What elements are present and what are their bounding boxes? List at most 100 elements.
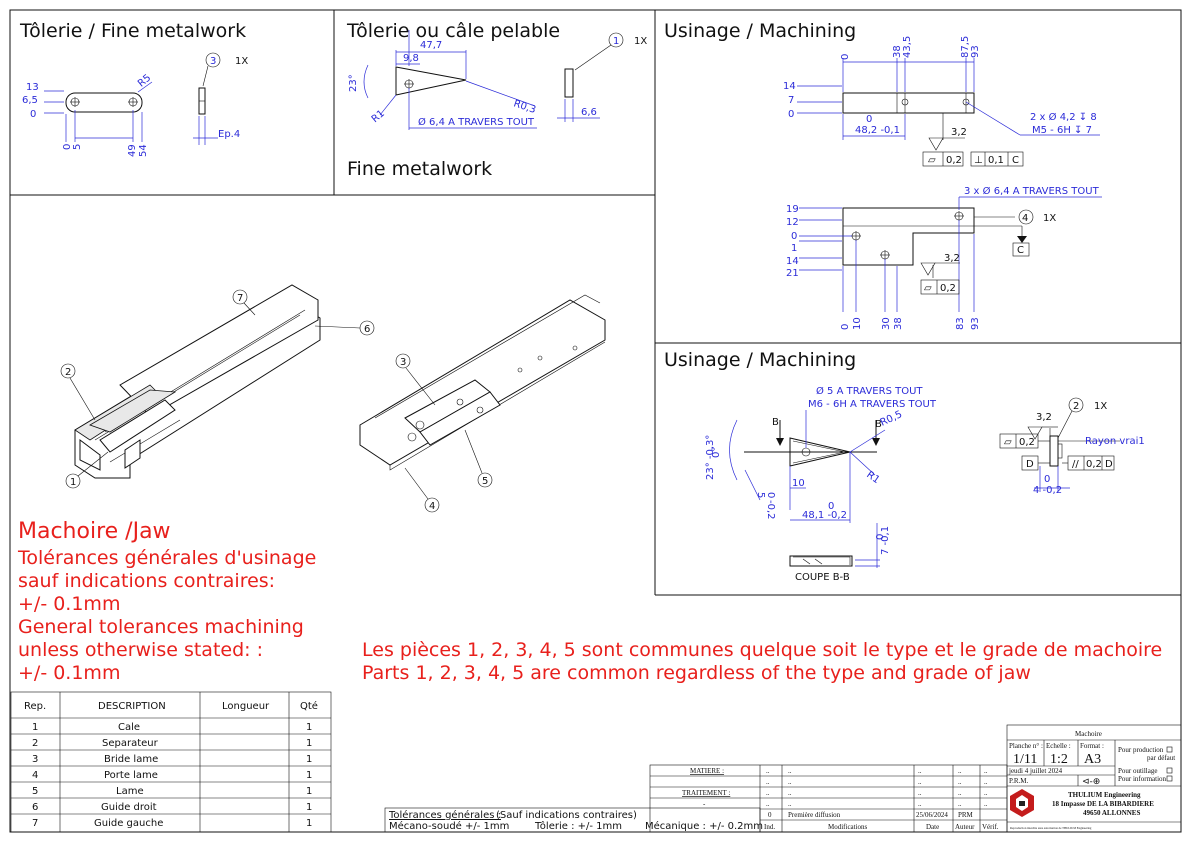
balloon-5: 5	[482, 476, 488, 487]
revision-dots: ..	[766, 767, 770, 775]
view4-bottom-dim: 4 -0,2	[1033, 485, 1062, 496]
revision-dots: ..	[788, 767, 792, 775]
view3-roughness-2: 3,2	[944, 253, 960, 264]
view2-balloon: 1	[613, 36, 619, 47]
revision-matiere-label: MATIERE :	[690, 767, 724, 775]
view4-section-mark-left: B	[772, 417, 779, 428]
bom-cell-desc: Porte lame	[104, 770, 158, 781]
view3-top-dim: 93	[970, 45, 981, 58]
view4-dim: 7 -0,1	[880, 526, 891, 555]
bom-cell-qty: 1	[306, 722, 312, 733]
revision-traitement-value: -	[703, 800, 706, 808]
view3-flatness-symbol: ▱	[928, 155, 936, 166]
bom-cell-desc: Lame	[116, 786, 144, 797]
tolerance-block-mecanique: Mécanique : +/- 0.2mm	[645, 820, 763, 832]
view-title-peelable: Tôlerie ou câle pelable	[346, 20, 560, 42]
revision-dots: ..	[918, 767, 922, 775]
title-block-date: jeudi 4 juillet 2024	[1008, 767, 1063, 775]
revision-dots: ..	[918, 789, 922, 797]
tolerance-note-line: Tolérances générales d'usinage	[17, 547, 316, 569]
tolerance-note-line: +/- 0.1mm	[18, 662, 120, 684]
view3-perpendicularity-symbol: ⊥	[974, 155, 983, 166]
tolerance-block-mecano: Mécano-soudé +/- 1mm	[389, 820, 509, 832]
title-block-format: A3	[1084, 752, 1101, 767]
tolerance-note-line: +/- 0.1mm	[18, 593, 120, 615]
view2-dim: 23°	[348, 74, 359, 92]
bom-cell-rep: 1	[32, 722, 38, 733]
view3-bottom-dim-2: 30	[881, 317, 892, 330]
legal-notice: Reproduction interdite sans autorisation…	[1010, 826, 1092, 830]
view4-angle: 23° -0,3°	[705, 435, 716, 480]
revision-dots: ..	[958, 778, 962, 786]
view3-perpendicularity-value: 0,1	[988, 155, 1004, 166]
view-title-machining-1: Usinage / Machining	[664, 20, 856, 42]
checkbox-production[interactable]	[1166, 746, 1173, 753]
bom-header: Longueur	[222, 701, 270, 712]
revision-col-date: Date	[926, 823, 939, 831]
revision-dots: ..	[984, 778, 988, 786]
revision-col-verif: Vérif.	[982, 823, 999, 831]
view3-left-dim-2: 1	[791, 243, 797, 254]
view1-dim: 13	[26, 82, 39, 93]
title-block-par-defaut: par défaut	[1147, 754, 1175, 762]
assembly-isometric-left	[74, 284, 321, 479]
view4-radius-big: R1	[864, 469, 881, 486]
view4-parallelism-symbol: //	[1072, 459, 1079, 470]
tolerance-block-tolerie: Tôlerie : +/- 1mm	[534, 820, 622, 832]
revision-dots: ..	[766, 789, 770, 797]
bom-rows: 1 Cale 1 2 Separateur 1 3 Bride lame 1 4…	[32, 722, 312, 829]
view1-dim: 0	[30, 109, 36, 120]
view3-bottom-dim-2: 10	[852, 317, 863, 330]
checkbox-outillage[interactable]	[1166, 767, 1173, 774]
company-name: THULIUM Engineering	[1068, 791, 1141, 799]
view4-angle: 0°	[711, 447, 722, 458]
view4-datum: D	[1026, 459, 1034, 470]
bom-cell-rep: 6	[32, 802, 38, 813]
company-city: 49650 ALLONNES	[1083, 809, 1140, 817]
view3-datum: C	[1012, 155, 1019, 166]
view2-dim: 47,7	[420, 40, 442, 51]
view4-parallelism-value: 0,2	[1086, 459, 1102, 470]
bom-cell-rep: 3	[32, 754, 38, 765]
revision-dots: ..	[984, 800, 988, 808]
title-block-planche-label: Planche n° :	[1009, 742, 1043, 750]
title-block-author: P.R.M.	[1009, 777, 1029, 785]
revision-dots: ..	[788, 800, 792, 808]
view4-roughness: 3,2	[1036, 412, 1052, 423]
revision-col-ind: Ind.	[764, 823, 775, 831]
title-block-grid	[1006, 724, 1182, 833]
common-parts-note-fr: Les pièces 1, 2, 3, 4, 5 sont communes q…	[362, 639, 1162, 661]
view3-flatness-value: 0,2	[946, 155, 962, 166]
revision-ind: 0	[768, 811, 772, 819]
revision-dots: ..	[958, 800, 962, 808]
view3-hole-note: M5 - 6H ↧ 7	[1032, 125, 1092, 136]
tolerance-note-line: sauf indications contraires:	[18, 570, 275, 592]
revision-dots: ..	[788, 789, 792, 797]
view3-flatness-value-2: 0,2	[940, 283, 956, 294]
view3-hole-note: 3 x Ø 6,4 A TRAVERS TOUT	[964, 185, 1100, 197]
revision-dots: ..	[918, 800, 922, 808]
view1-dim: 6,5	[22, 95, 38, 106]
balloon-3: 3	[400, 357, 406, 368]
title-block-for-production: Pour production	[1118, 746, 1164, 754]
view3-left-dim: 0	[788, 109, 794, 120]
view1-part-drawing	[44, 52, 221, 145]
balloon-1: 1	[70, 477, 76, 488]
bom-cell-qty: 1	[306, 770, 312, 781]
view1-qty: 1X	[235, 56, 248, 67]
view3-bottom-dim: 0	[866, 114, 872, 125]
view1-dim: 49	[127, 144, 138, 157]
company-address: 18 Impasse DE LA BIBARDIERE	[1052, 800, 1154, 808]
tolerance-block-label: Tolérances générales :	[388, 809, 501, 821]
view4-flatness-symbol: ▱	[1004, 437, 1012, 448]
view3-top-dim: 0	[840, 54, 851, 60]
view3-top-dim: 87,5	[960, 36, 971, 58]
view4-balloon: 2	[1073, 401, 1079, 412]
revision-dots: ..	[766, 800, 770, 808]
revision-dots: ..	[958, 789, 962, 797]
title-block-format-label: Format :	[1080, 742, 1104, 750]
view4-section-label: COUPE B-B	[795, 572, 850, 583]
bom-cell-desc: Cale	[118, 722, 140, 733]
checkbox-information[interactable]	[1166, 775, 1173, 782]
title-block-echelle: 1:2	[1050, 752, 1068, 767]
